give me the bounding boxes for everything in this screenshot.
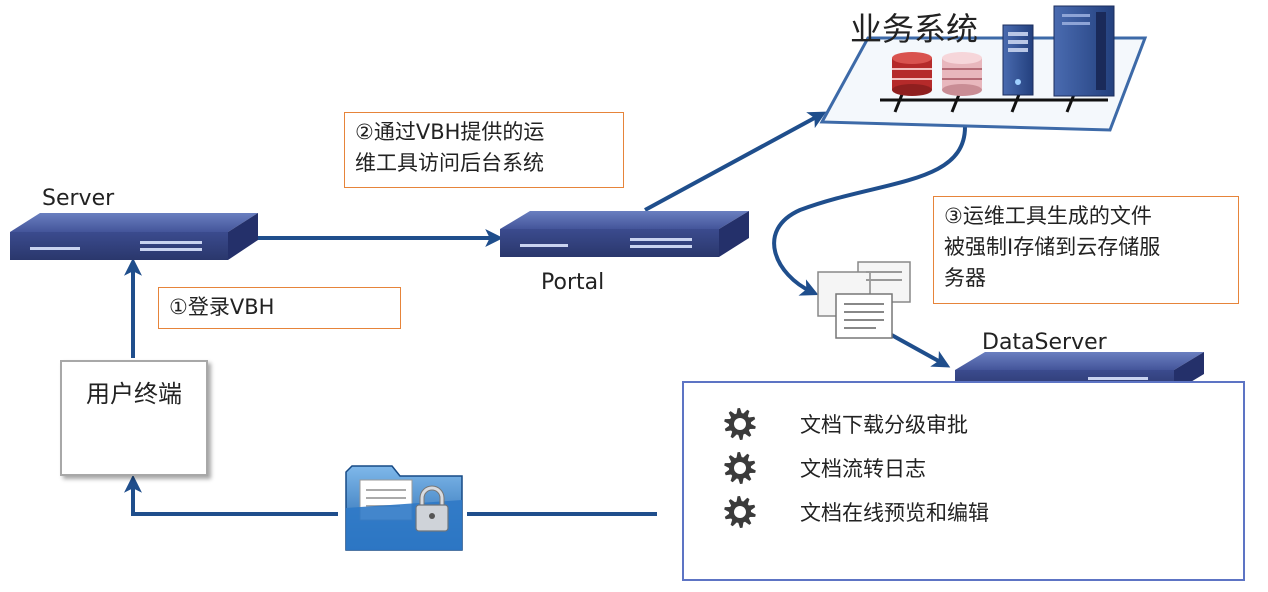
portal-device-icon [500,211,749,257]
callout-step1-text: ①登录VBH [169,295,275,319]
arrow-portal-to-business [644,111,827,212]
server-device-icon [10,213,258,260]
arrow-documents-to-dataserver [887,331,951,368]
gear-icon [724,496,756,528]
feature-label: 文档在线预览和编辑 [800,501,989,525]
callout-step2: ②通过VBH提供的运 维工具访问后台系统 [344,112,624,188]
dataserver-label: DataServer [982,330,1107,355]
arrow-folder-to-terminal [124,474,338,516]
callout-step3-line3: 务器 [944,266,986,290]
gear-hole [734,418,746,430]
dataserver-feature-box: 文档下载分级审批 文档流转日志 文档在线预览和编辑 [682,381,1245,581]
callout-step2-line2: 维工具访问后台系统 [355,151,544,175]
secure-folder-icon [345,465,463,551]
feature-label: 文档下载分级审批 [800,413,968,437]
gear-hole [734,506,746,518]
documents-icon [817,261,911,339]
arrow-business-to-documents [772,126,967,296]
user-terminal-label: 用户终端 [86,380,182,408]
database-icon [892,52,932,96]
server-label: Server [42,186,115,211]
callout-step3: ③运维工具生成的文件 被强制I存储到云存储服 务器 [933,196,1239,304]
gear-hole [734,462,746,474]
gear-icon [724,452,756,484]
callout-step2-line1: ②通过VBH提供的运 [355,120,545,144]
callout-step1: ①登录VBH [158,287,401,329]
server-tower-icon [1053,5,1115,97]
database-icon [942,52,982,96]
callout-step3-line2: 被强制I存储到云存储服 [944,235,1161,259]
feature-item: 文档在线预览和编辑 [722,495,989,529]
feature-item: 文档流转日志 [722,451,926,485]
portal-label: Portal [541,270,605,295]
server-tower-icon [1002,24,1034,96]
business-system-title: 业务系统 [850,10,979,48]
feature-label: 文档流转日志 [800,457,926,481]
connectors [124,111,967,516]
user-terminal-box: 用户终端 [60,360,208,476]
gear-icon [724,408,756,440]
feature-item: 文档下载分级审批 [722,407,968,441]
callout-step3-line1: ③运维工具生成的文件 [944,204,1152,228]
